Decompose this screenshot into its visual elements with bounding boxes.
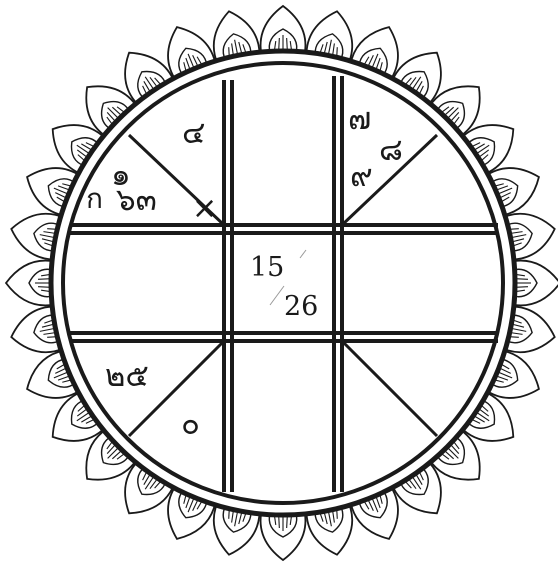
house-top-left-upper-label: ๔ [182, 115, 205, 151]
house-bottom-left-upper-label: ๒๕ [105, 358, 149, 394]
house-top-right-line-2: ๘ [379, 132, 403, 168]
house-top-left-small-mark: ก [86, 182, 103, 215]
outer-ring [51, 51, 515, 515]
house-top-right-line-1: ๗ [348, 101, 371, 137]
center-bottom-number: 26 [284, 291, 318, 322]
house-top-left-lower-label: ๖๓ [116, 182, 157, 218]
center-top-number: 15 [250, 252, 284, 283]
house-top-right-line-3: ๙ [350, 158, 373, 194]
house-bottom-left-lower-label: ๐ [181, 406, 200, 442]
house-top-left-cross-mark: × [192, 191, 217, 226]
